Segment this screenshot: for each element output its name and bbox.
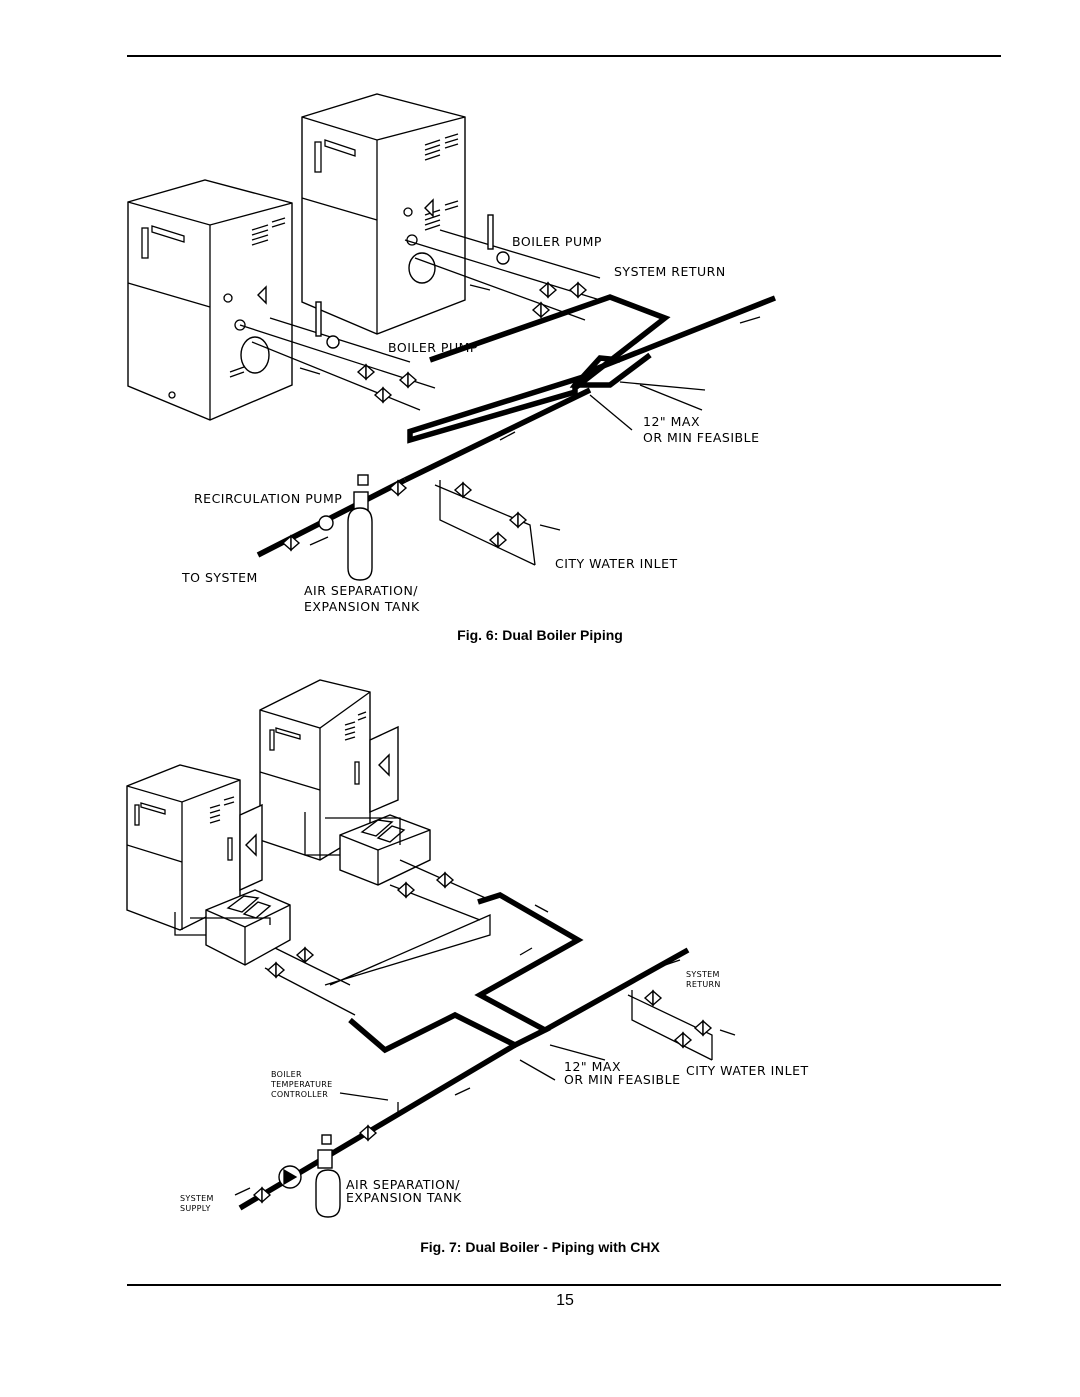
label-system-return: SYSTEM RETURN <box>614 264 726 279</box>
label-air-separation-line1: AIR SEPARATION/ <box>346 1177 460 1192</box>
dimension-marker <box>234 904 736 1196</box>
dual-boiler-chx-piping-diagram: SYSTEM RETURN 12" MAX OR MIN FEASIBLE CI… <box>126 679 809 1218</box>
label-controller-line3: CONTROLLER <box>271 1090 328 1099</box>
label-system-return-line2: RETURN <box>686 980 721 989</box>
label-controller-line1: BOILER <box>271 1070 302 1079</box>
recirculation-assembly <box>281 474 536 581</box>
label-city-water-inlet: CITY WATER INLET <box>686 1063 809 1078</box>
label-max-distance-line1: 12" MAX <box>564 1059 621 1074</box>
page-number: 15 <box>556 1292 574 1309</box>
boiler-unit-front <box>127 179 293 421</box>
header-rule <box>127 55 1001 57</box>
city-water-assembly <box>627 989 713 1061</box>
label-air-separation-line2: EXPANSION TANK <box>346 1190 462 1205</box>
dimension-marker <box>589 381 706 431</box>
supply-assembly <box>252 1092 399 1218</box>
label-air-separation-line2: EXPANSION TANK <box>304 599 420 614</box>
boiler-unit-rear <box>301 93 466 335</box>
label-air-separation-line1: AIR SEPARATION/ <box>304 583 418 598</box>
dual-boiler-piping-diagram: BOILER PUMP SYSTEM RETURN BOILER PUMP 12… <box>127 93 777 614</box>
label-recirculation-pump: RECIRCULATION PUMP <box>194 491 342 506</box>
figure-6-caption: Fig. 6: Dual Boiler Piping <box>457 627 623 643</box>
label-city-water-inlet: CITY WATER INLET <box>555 556 678 571</box>
system-supply-main <box>256 477 407 558</box>
label-controller-line2: TEMPERATURE <box>270 1080 332 1089</box>
secondary-loops <box>174 812 491 1016</box>
label-boiler-pump-lower: BOILER PUMP <box>388 340 478 355</box>
label-max-distance-line1: 12" MAX <box>643 414 700 429</box>
label-system-return-line1: SYSTEM <box>686 970 720 979</box>
primary-loop <box>238 892 690 1211</box>
label-system-supply-line2: SUPPLY <box>180 1204 211 1213</box>
figure-7-caption: Fig. 7: Dual Boiler - Piping with CHX <box>420 1239 660 1255</box>
boiler-pump-assembly <box>227 725 399 892</box>
label-system-supply-line1: SYSTEM <box>180 1194 214 1203</box>
rear-boiler-piping <box>404 198 601 321</box>
label-to-system: TO SYSTEM <box>181 570 258 585</box>
heat-exchanger-rear <box>339 814 431 886</box>
primary-loop <box>403 294 777 483</box>
flow-arrows <box>299 284 761 546</box>
heat-exchanger-front <box>205 889 291 966</box>
front-boiler-piping <box>239 285 436 411</box>
label-max-distance-line2: OR MIN FEASIBLE <box>564 1072 681 1087</box>
label-boiler-pump-upper: BOILER PUMP <box>512 234 602 249</box>
label-max-distance-line2: OR MIN FEASIBLE <box>643 430 760 445</box>
footer-rule <box>127 1284 1001 1286</box>
